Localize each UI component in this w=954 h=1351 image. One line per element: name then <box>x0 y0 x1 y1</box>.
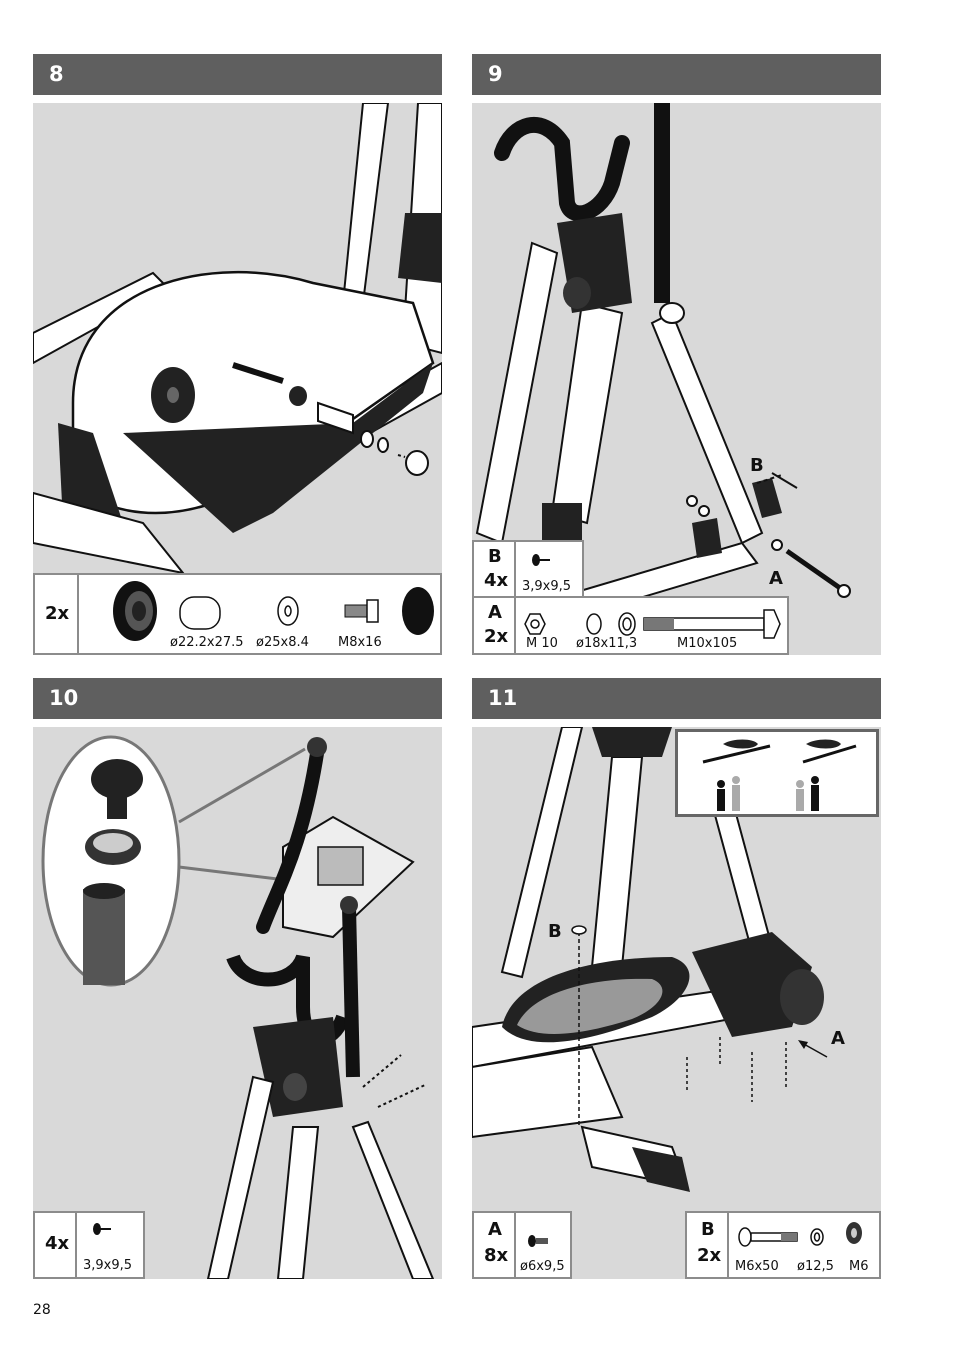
step-11-parts-a-label: ø6x9,5 <box>520 1259 565 1274</box>
divider <box>514 542 516 596</box>
step-9-screw-icon <box>532 554 550 566</box>
step-9-parts-a-label-nut: M 10 <box>526 636 558 651</box>
step-10-parts-box: 4x 3,9x9,5 <box>33 1211 145 1279</box>
step-11-illustration: B A A 8x ø6x9,5 B 2x M6x50 ø12,5 M6 <box>472 727 881 1279</box>
page-number: 28 <box>33 1302 51 1318</box>
step-11-part-icons <box>738 1222 862 1247</box>
step-10-number: 10 <box>49 686 79 710</box>
step-11-parts-a-letter: A <box>488 1219 502 1240</box>
step-8-number: 8 <box>49 62 64 86</box>
step-8-part-label-sleeve: ø22.2x27.5 <box>170 635 244 650</box>
step-10-qty: 4x <box>45 1233 70 1254</box>
step-9-part-icons <box>524 609 781 639</box>
step-11-parts-a-qty: 8x <box>484 1245 509 1266</box>
step-11-number: 11 <box>488 686 518 710</box>
step-11-parts-b-box: B 2x M6x50 ø12,5 M6 <box>685 1211 881 1279</box>
step-8-qty: 2x <box>45 603 70 624</box>
step-8-part-label-washer: ø25x8.4 <box>256 635 309 650</box>
step-11-parts-b-label-washer: ø12,5 <box>797 1259 834 1274</box>
step-9-parts-b-letter: B <box>488 546 502 567</box>
step-11-callout-a: A <box>831 1028 845 1049</box>
step-9-parts-a-box: A 2x M 10 ø18x11,3 M10x105 <box>472 596 789 655</box>
step-8-parts-box: 2x ø22.2x27.5 ø25x8.4 M8x16 <box>33 573 442 655</box>
step-11-parts-b-label-nut: M6 <box>849 1259 869 1274</box>
divider <box>75 1213 77 1277</box>
step-8-part-label-bolt: M8x16 <box>338 635 382 650</box>
step-9-parts-a-qty: 2x <box>484 626 509 647</box>
step-10-illustration: 4x 3,9x9,5 <box>33 727 442 1279</box>
divider <box>727 1213 729 1277</box>
step-9-parts-b-box: B 4x 3,9x9,5 <box>472 540 584 598</box>
step-9-illustration: B A B 4x 3,9x9,5 A 2x M 10 ø18x11,3 M10x… <box>472 103 881 655</box>
step-9-parts-b-qty: 4x <box>484 570 509 591</box>
step-10-parts-label: 3,9x9,5 <box>83 1258 133 1273</box>
step-11-callout-b: B <box>548 921 562 942</box>
step-8-header: 8 <box>33 54 442 95</box>
step-11-parts-a-box: A 8x ø6x9,5 <box>472 1211 572 1279</box>
divider <box>514 598 516 653</box>
two-person-assembly-inset <box>675 729 879 817</box>
step-10-header: 10 <box>33 678 442 719</box>
divider <box>514 1213 516 1277</box>
step-9-parts-a-letter: A <box>488 602 502 623</box>
step-11-parts-b-qty: 2x <box>697 1245 722 1266</box>
step-9-callout-b: B <box>750 455 764 476</box>
step-9-callout-a: A <box>769 568 783 589</box>
step-8-illustration: 2x ø22.2x27.5 ø25x8.4 M8x16 <box>33 103 442 655</box>
step-11-parts-b-letter: B <box>701 1219 715 1240</box>
step-11-screw-icon <box>528 1235 548 1247</box>
step-9-number: 9 <box>488 62 503 86</box>
step-9-parts-a-label-washer: ø18x11,3 <box>576 636 638 651</box>
step-8-part-icons <box>113 581 434 641</box>
step-9-parts-a-label-bolt: M10x105 <box>677 636 738 651</box>
step-11-header: 11 <box>472 678 881 719</box>
step-9-parts-b-label: 3,9x9,5 <box>522 579 572 594</box>
step-11-parts-b-label-bolt: M6x50 <box>735 1259 779 1274</box>
step-9-header: 9 <box>472 54 881 95</box>
divider <box>77 575 79 653</box>
step-10-screw-icon <box>93 1223 111 1235</box>
person-icons <box>702 739 857 811</box>
